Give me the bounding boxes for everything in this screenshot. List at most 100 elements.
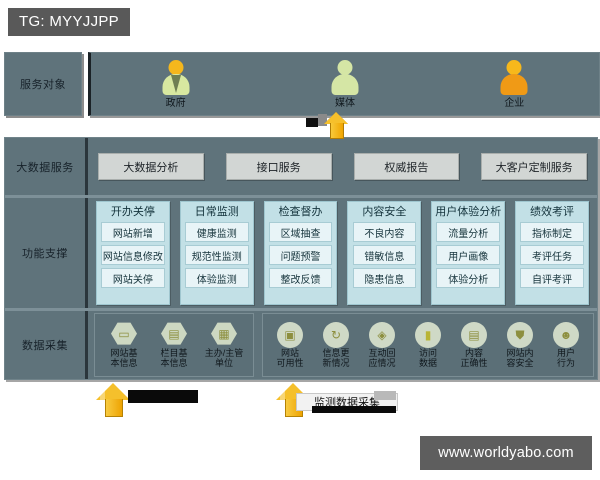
monitor-hex-icon: ▭ xyxy=(111,322,137,348)
function-card-item[interactable]: 体验监测 xyxy=(184,268,249,289)
big-data-analysis-button[interactable]: 大数据分析 xyxy=(98,153,204,180)
function-support-body: 开办关停 网站新增 网站信息修改 网站关停 日常监测 健康监测 规范性监测 体验… xyxy=(88,198,597,308)
function-card-item[interactable]: 隐患信息 xyxy=(352,268,417,289)
function-card-content-security[interactable]: 内容安全 不良内容 错敏信息 隐患信息 xyxy=(347,201,422,305)
data-collection-body: ▭ 网站基本信息 ▤ 栏目基本信息 ▦ 主办/主管单位 xyxy=(88,311,597,379)
tg-tag: TG: MYYJJPP xyxy=(8,8,130,36)
data-item-sponsor-unit[interactable]: ▦ 主办/主管单位 xyxy=(201,322,247,369)
redaction-block-grey xyxy=(374,391,396,400)
person-enterprise-icon xyxy=(497,59,531,98)
function-card-item[interactable]: 自评考评 xyxy=(520,268,584,289)
service-object-items: 政府 媒体 企业 xyxy=(91,53,599,115)
screen-circle-icon: ▣ xyxy=(277,321,303,348)
function-card-open-close[interactable]: 开办关停 网站新增 网站信息修改 网站关停 xyxy=(96,201,170,305)
function-card-item[interactable]: 指标制定 xyxy=(520,222,584,243)
mid-connector xyxy=(306,112,354,139)
function-card-title: 绩效考评 xyxy=(530,206,575,218)
person-media-icon xyxy=(328,59,362,98)
function-card-inspection-supervision[interactable]: 检查督办 区域抽查 问题预警 整改反馈 xyxy=(263,201,338,305)
data-item-user-behavior[interactable]: ☻ 用户行为 xyxy=(543,321,589,369)
data-item-website-availability[interactable]: ▣ 网站可用性 xyxy=(267,321,313,369)
function-card-item[interactable]: 用户画像 xyxy=(436,245,501,266)
function-card-item[interactable]: 网站信息修改 xyxy=(101,245,165,266)
user-circle-icon: ☻ xyxy=(553,321,579,348)
interface-service-button[interactable]: 接口服务 xyxy=(225,153,332,180)
data-collection-groups: ▭ 网站基本信息 ▤ 栏目基本信息 ▦ 主办/主管单位 xyxy=(88,311,597,379)
big-data-service-buttons: 大数据分析 接口服务 权威报告 大客户定制服务 xyxy=(88,138,597,195)
function-card-item[interactable]: 不良内容 xyxy=(352,222,417,243)
function-support-row-label: 功能支撑 xyxy=(5,198,88,308)
service-object-caption: 企业 xyxy=(504,97,525,109)
function-card-item[interactable]: 整改反馈 xyxy=(268,268,333,289)
data-collection-row: 数据采集 ▭ 网站基本信息 ▤ 栏目基本信息 ▦ xyxy=(5,311,597,379)
redaction-block-left xyxy=(128,390,198,403)
data-item-caption: 栏目基本信息 xyxy=(160,347,188,368)
service-object-panel: 政府 媒体 企业 xyxy=(88,52,600,116)
function-card-title: 用户体验分析 xyxy=(435,206,502,218)
function-card-item[interactable]: 流量分析 xyxy=(436,222,501,243)
redaction-block-right xyxy=(312,406,396,413)
up-arrow-icon-left xyxy=(96,383,130,417)
service-object-row: 服务对象 政府 媒体 xyxy=(0,52,600,118)
function-card-item[interactable]: 网站关停 xyxy=(101,268,165,289)
data-item-caption: 信息更新情况 xyxy=(322,347,350,368)
function-card-performance-evaluation[interactable]: 绩效考评 指标制定 考评任务 自评考评 xyxy=(515,201,589,305)
service-object-item-enterprise[interactable]: 企业 xyxy=(430,59,599,109)
data-item-caption: 用户行为 xyxy=(556,347,575,368)
data-collection-group-monitoring: ▣ 网站可用性 ↻ 信息更新情况 ◈ 互动回应情况 ▮ xyxy=(262,313,594,377)
data-item-caption: 网站内容安全 xyxy=(506,347,534,368)
data-item-interaction-response[interactable]: ◈ 互动回应情况 xyxy=(359,321,405,369)
function-card-item[interactable]: 问题预警 xyxy=(268,245,333,266)
function-card-title: 开办关停 xyxy=(110,206,155,218)
authoritative-report-button[interactable]: 权威报告 xyxy=(353,153,460,180)
service-object-row-label: 服务对象 xyxy=(4,52,82,116)
main-panel: 大数据服务 大数据分析 接口服务 权威报告 大客户定制服务 功能支撑 开办关停 … xyxy=(4,137,598,380)
service-object-item-government[interactable]: 政府 xyxy=(91,59,260,109)
watermark: www.worldyabo.com xyxy=(420,436,592,470)
big-data-service-row: 大数据服务 大数据分析 接口服务 权威报告 大客户定制服务 xyxy=(5,138,597,195)
data-item-caption: 访问数据 xyxy=(418,347,437,368)
function-card-item[interactable]: 健康监测 xyxy=(184,222,249,243)
data-item-website-basic-info[interactable]: ▭ 网站基本信息 xyxy=(101,322,147,369)
function-support-row: 功能支撑 开办关停 网站新增 网站信息修改 网站关停 日常监测 健康监测 规范性… xyxy=(5,198,597,308)
big-data-service-body: 大数据分析 接口服务 权威报告 大客户定制服务 xyxy=(88,138,597,195)
key-account-custom-service-button[interactable]: 大客户定制服务 xyxy=(481,153,587,180)
function-card-item[interactable]: 考评任务 xyxy=(520,245,584,266)
data-item-content-security[interactable]: ⛊ 网站内容安全 xyxy=(497,321,543,369)
function-card-item[interactable]: 区域抽查 xyxy=(268,222,333,243)
up-arrow-icon xyxy=(324,112,348,139)
function-card-title: 日常监测 xyxy=(194,206,239,218)
redaction-block xyxy=(318,114,327,126)
function-card-item[interactable]: 网站新增 xyxy=(101,222,165,243)
data-item-caption: 网站基本信息 xyxy=(110,347,138,368)
function-card-daily-monitoring[interactable]: 日常监测 健康监测 规范性监测 体验监测 xyxy=(179,201,254,305)
function-card-item[interactable]: 错敏信息 xyxy=(352,245,417,266)
service-object-caption: 政府 xyxy=(165,97,186,109)
data-item-column-basic-info[interactable]: ▤ 栏目基本信息 xyxy=(151,322,197,369)
row-divider xyxy=(5,308,597,311)
barchart-circle-icon: ▮ xyxy=(415,321,441,348)
function-card-item[interactable]: 规范性监测 xyxy=(184,245,249,266)
function-card-user-experience-analysis[interactable]: 用户体验分析 流量分析 用户画像 体验分析 xyxy=(431,201,506,305)
data-item-info-update[interactable]: ↻ 信息更新情况 xyxy=(313,321,359,369)
data-item-visit-data[interactable]: ▮ 访问数据 xyxy=(405,321,451,369)
function-support-cards: 开办关停 网站新增 网站信息修改 网站关停 日常监测 健康监测 规范性监测 体验… xyxy=(88,198,597,308)
data-item-caption: 互动回应情况 xyxy=(368,347,396,368)
service-object-caption: 媒体 xyxy=(334,97,355,109)
function-card-title: 检查督办 xyxy=(278,206,323,218)
data-collection-row-label: 数据采集 xyxy=(5,311,88,379)
shield-circle-icon: ⛊ xyxy=(507,321,533,348)
big-data-service-row-label: 大数据服务 xyxy=(5,138,88,195)
data-item-caption: 网站可用性 xyxy=(276,347,304,368)
data-item-caption: 主办/主管单位 xyxy=(204,347,244,368)
function-card-item[interactable]: 体验分析 xyxy=(436,268,501,289)
data-item-content-accuracy[interactable]: ▤ 内容正确性 xyxy=(451,321,497,369)
refresh-circle-icon: ↻ xyxy=(323,321,349,348)
service-object-item-media[interactable]: 媒体 xyxy=(260,59,429,109)
person-government-icon xyxy=(159,59,193,98)
data-item-caption: 内容正确性 xyxy=(460,347,488,368)
function-card-title: 内容安全 xyxy=(362,206,407,218)
building-hex-icon: ▦ xyxy=(211,322,237,348)
page-circle-icon: ▤ xyxy=(461,321,487,348)
